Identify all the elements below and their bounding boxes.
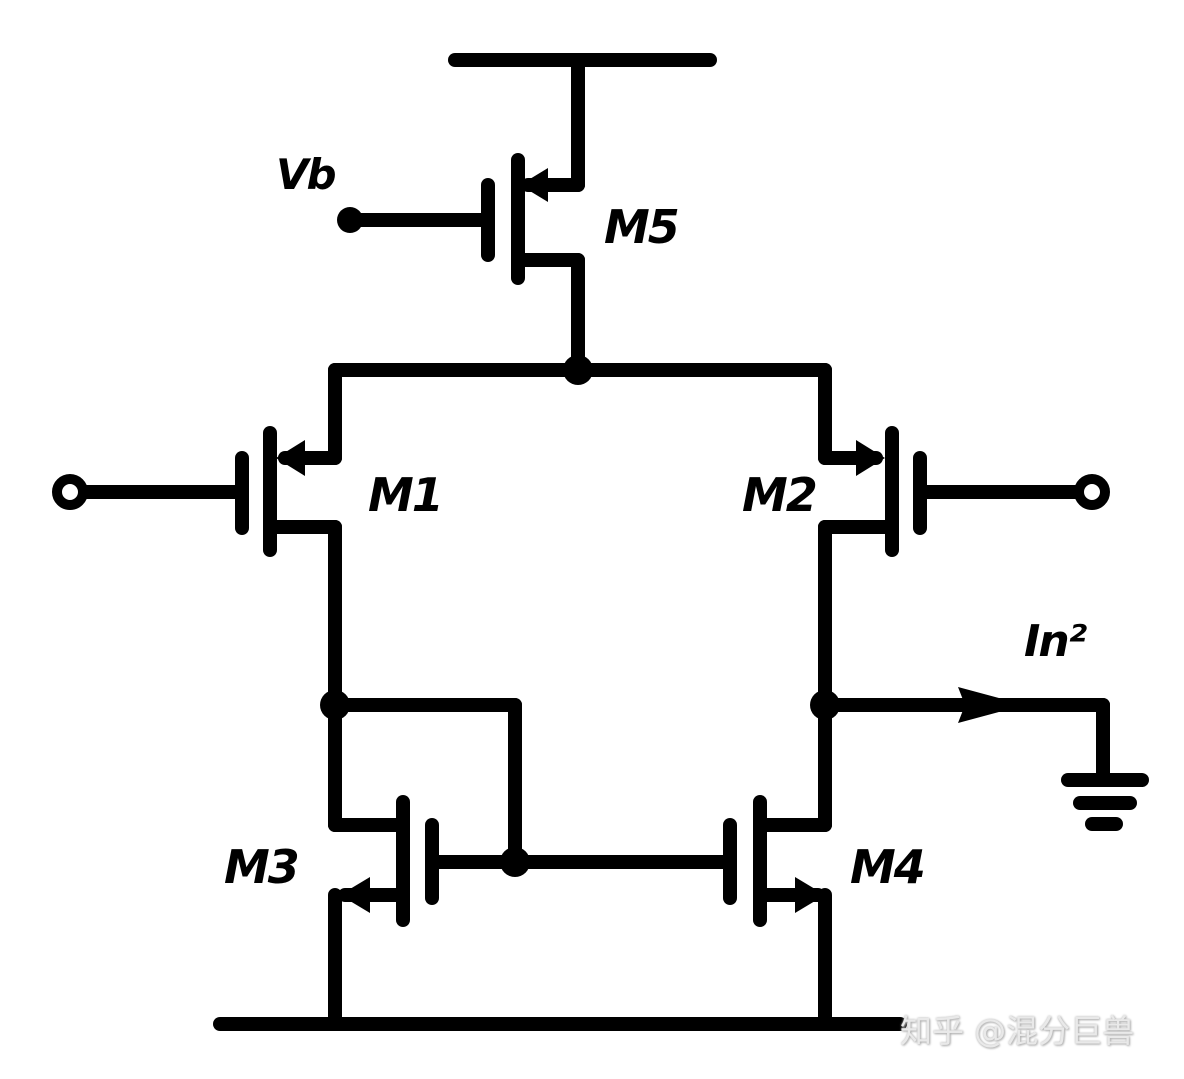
m2-label: M2 (742, 468, 818, 522)
transistor-m3 (328, 698, 734, 1031)
m4-label: M4 (850, 840, 926, 894)
transistor-m2 (818, 363, 1110, 712)
m1-label: M1 (368, 468, 444, 522)
left-node (320, 690, 530, 877)
top-node-dot (563, 355, 593, 385)
m3-label: M3 (224, 840, 300, 894)
transistor-m4 (723, 698, 832, 1031)
transistor-m1 (52, 363, 342, 712)
output-node (810, 687, 1149, 831)
m5-label: M5 (604, 200, 680, 254)
vb-label: Vb (276, 150, 337, 199)
noise-current-label: In² (1024, 616, 1087, 667)
transistor-m5 (337, 53, 585, 377)
watermark: 知乎 @混分巨兽 (900, 1012, 1135, 1050)
